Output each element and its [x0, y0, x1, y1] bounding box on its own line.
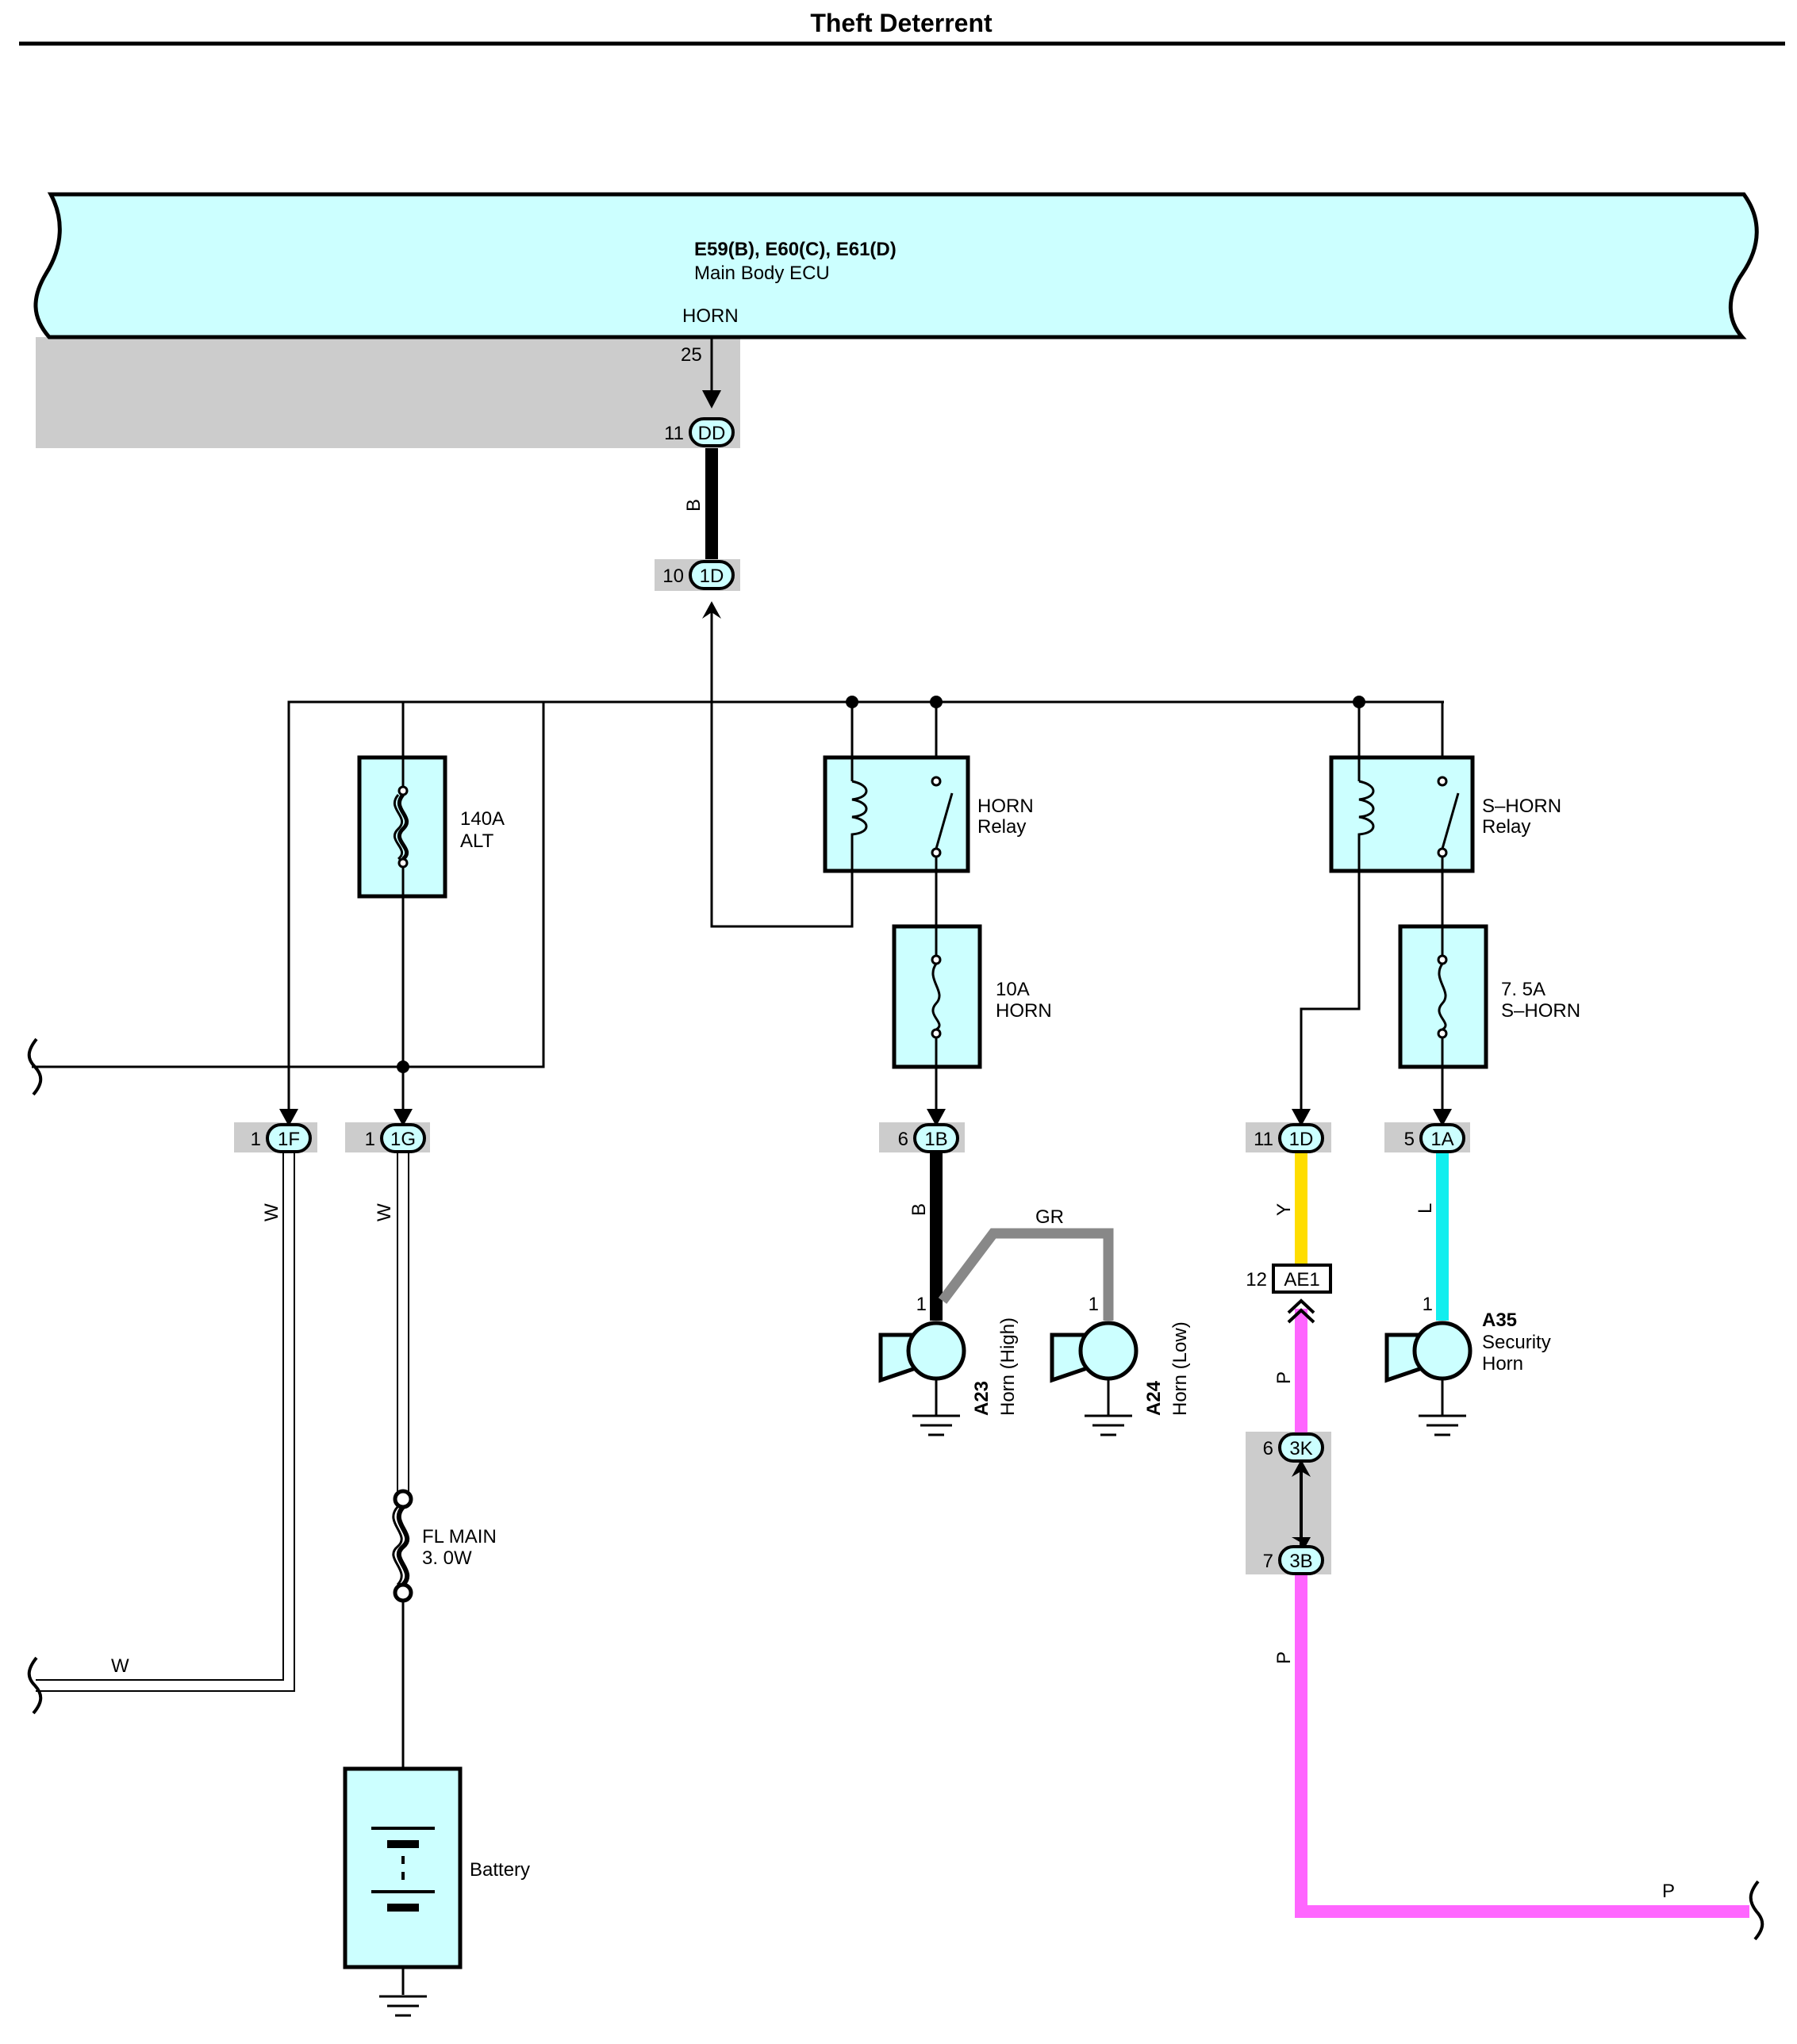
fuse-140a-name: ALT: [460, 830, 494, 852]
connector-3k-pin: 6: [1263, 1438, 1273, 1459]
break-marks: [27, 1037, 1764, 1941]
fuse-10a-rating: 10A: [996, 979, 1030, 1000]
connector-1b-code: 1B: [924, 1129, 947, 1150]
ae1-chevrons: [1287, 1298, 1315, 1324]
horn-a23-name: Horn (High): [997, 1317, 1019, 1416]
wire-label-y: Y: [1273, 1203, 1295, 1216]
wire-label-p-upper: P: [1273, 1371, 1295, 1384]
fuse-140a-alt-element: [393, 757, 409, 896]
ecu-name: Main Body ECU: [694, 263, 830, 284]
main-body-ecu: [33, 192, 1759, 339]
wire-label-gr: GR: [1035, 1206, 1064, 1228]
ground-icon-battery: [379, 1995, 427, 2017]
connector-dd-pin: 11: [664, 423, 684, 444]
wire-label-w-1f: W: [261, 1203, 282, 1221]
fl-main-fusible-link: [392, 1489, 413, 1603]
s-horn-relay: [1329, 755, 1475, 873]
wire-gr: [938, 1228, 1114, 1321]
wire-label-b-ecu: B: [683, 499, 705, 512]
fuse-7-5a-shorn-element: [1437, 926, 1448, 1067]
fl-main-rating: 3. 0W: [422, 1547, 472, 1569]
connector-ae1-box: [1272, 1264, 1332, 1294]
connector-1d-right-pin: 11: [1254, 1129, 1273, 1150]
horn-a23-code: A23: [971, 1381, 993, 1416]
battery: [343, 1766, 463, 1969]
ecu-connectors: E59(B), E60(C), E61(D): [694, 239, 897, 260]
horn-a24-name: Horn (Low): [1169, 1321, 1191, 1416]
connector-1d-top-code: 1D: [700, 566, 724, 587]
connector-1g-code: 1G: [390, 1129, 416, 1150]
horn-relay-coil: [851, 757, 868, 871]
wire-label-l: L: [1415, 1203, 1436, 1214]
connector-1a-code: 1A: [1430, 1129, 1453, 1150]
fl-main-name: FL MAIN: [422, 1526, 497, 1547]
connector-3b-pin: 7: [1263, 1551, 1273, 1572]
fuse-10a-name: HORN: [996, 1000, 1052, 1022]
connector-pills: [266, 417, 1465, 1575]
horn-a24-pin: 1: [1089, 1294, 1099, 1315]
horn-relay-name: HORN: [977, 796, 1034, 817]
horn-a35-name-line2: Horn: [1482, 1353, 1523, 1375]
connector-3k-code: 3K: [1289, 1438, 1312, 1459]
fuse-7-5a-name: S–HORN: [1501, 1000, 1580, 1022]
connector-ae1-code: AE1: [1284, 1269, 1319, 1290]
connector-1d-top-pin: 10: [662, 566, 684, 587]
wire-label-p-bottom: P: [1662, 1881, 1675, 1902]
horn-a35-pin: 1: [1423, 1294, 1433, 1315]
connector-ae1-pin: 12: [1246, 1269, 1267, 1290]
battery-cells: [371, 1827, 435, 1912]
horn-a35-name-line1: Security: [1482, 1332, 1551, 1353]
s-horn-relay-name: S–HORN: [1482, 796, 1561, 817]
ecu-gray-block: [36, 337, 740, 448]
horn-a23-icon: [878, 1321, 966, 1436]
horn-relay: [823, 755, 970, 873]
fuse-10a-horn-element: [931, 926, 942, 1067]
wire-label-p-lower: P: [1273, 1651, 1295, 1664]
junction-dots: [397, 696, 1365, 1073]
wire-label-w-1g: W: [374, 1203, 395, 1221]
horn-a24-code: A24: [1143, 1380, 1165, 1416]
s-horn-relay-coil: [1357, 757, 1375, 871]
wire-p-lower: [1295, 1570, 1749, 1918]
page-title: Theft Deterrent: [810, 9, 993, 37]
connector-3b-code: 3B: [1289, 1551, 1312, 1572]
s-horn-relay-switch: [1437, 776, 1460, 871]
wire-label-b-horn: B: [908, 1203, 930, 1216]
ecu-terminal-pin: 25: [681, 344, 702, 366]
ecu-terminal-name: HORN: [682, 305, 739, 327]
connector-1g-pin: 1: [365, 1129, 375, 1150]
connector-1b-pin: 6: [898, 1129, 908, 1150]
horn-a35-icon: [1384, 1321, 1473, 1436]
connector-1f-code: 1F: [278, 1129, 300, 1150]
horn-relay-switch: [931, 776, 954, 871]
connector-1a-pin: 5: [1404, 1129, 1415, 1150]
horn-a23-pin: 1: [916, 1294, 927, 1315]
connector-1d-right-code: 1D: [1289, 1129, 1314, 1150]
connector-dd-code: DD: [698, 423, 726, 444]
wire-w-1f: [36, 1152, 295, 1692]
fuse-140a-rating: 140A: [460, 808, 505, 830]
connector-1f-pin: 1: [251, 1129, 261, 1150]
s-horn-relay-type: Relay: [1482, 816, 1530, 838]
horn-a24-icon: [1050, 1321, 1138, 1436]
horn-relay-type: Relay: [977, 816, 1026, 838]
horn-a35-code: A35: [1482, 1310, 1517, 1331]
battery-label: Battery: [470, 1859, 530, 1881]
wire-label-w-bottom: W: [111, 1655, 129, 1677]
fuse-7-5a-rating: 7. 5A: [1501, 979, 1545, 1000]
